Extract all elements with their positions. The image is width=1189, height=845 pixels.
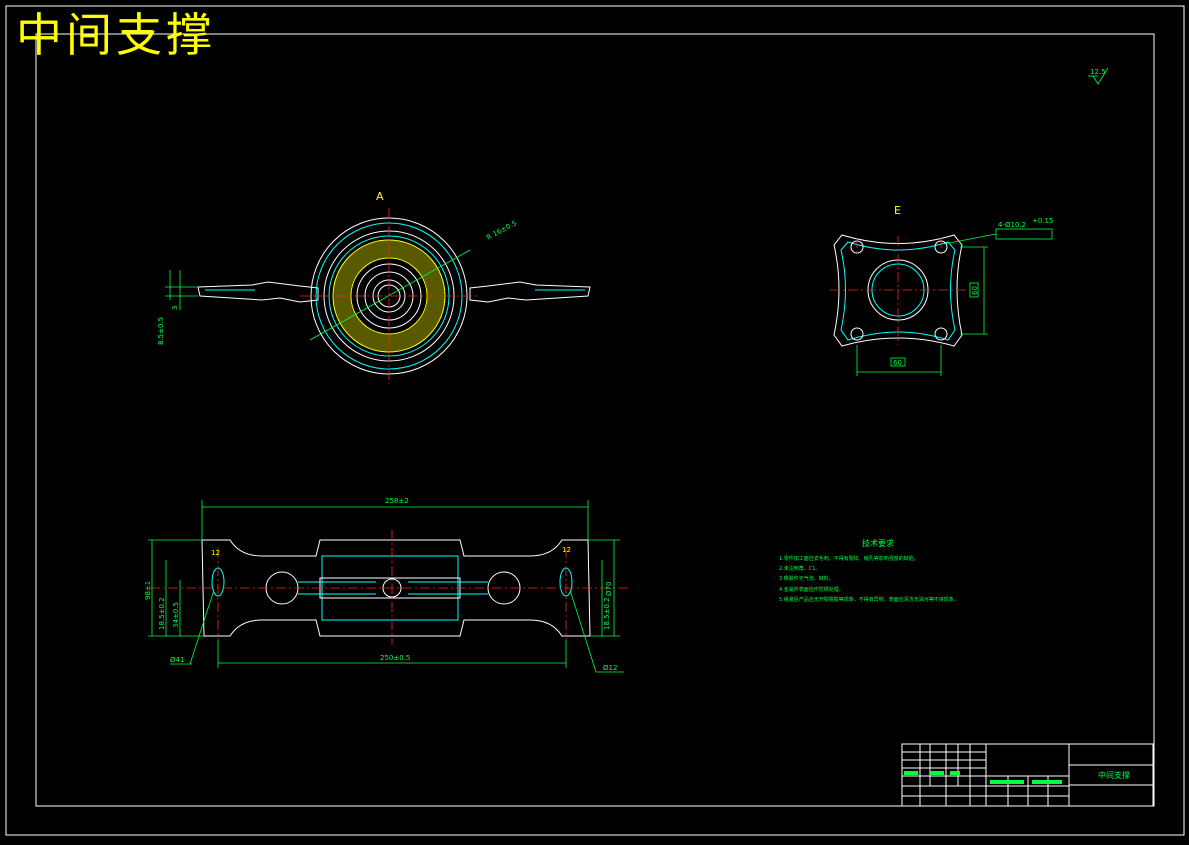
top-length-dim: 258±2 [385,497,409,505]
outer-frame [5,5,1185,836]
roughness-value: 12.5 [1090,68,1106,76]
roughness-symbol: 12.5 [1088,67,1109,85]
drawing-title: 中间支撑 [16,8,216,62]
small-label-left: 12 [211,549,220,557]
view-e-tol-dim: +0.15 [1032,217,1053,225]
right-dia-dim: Ø70 [605,582,613,596]
title-block: 中间支撑 [901,743,1154,807]
left-height-b-dim: 34±0.5 [172,602,180,628]
view-a-label: A [376,190,384,203]
view-e-height-dim: 60 [971,286,979,295]
view-a-small-dim: 3 [171,306,179,310]
bottom-length-dim: 250±0.5 [380,654,410,662]
small-label-right: 12 [562,546,571,554]
note-item: 3.橡胶件无气泡、缺料。 [779,575,834,582]
view-e-holes-dim: 4-Ø10.2 [998,221,1026,229]
view-e: E 60 60 4-Ø10.2 +0.15 [830,204,1053,376]
notes-heading: 技术要求 [862,538,894,548]
left-hole-dim: Ø41 [170,656,184,664]
view-e-width-dim: 60 [893,359,902,367]
view-a-height-dim: 8.5±0.5 [157,317,165,345]
note-item: 1.零件加工面应去毛刺，不得有裂纹、缩孔等影响强度的缺陷。 [779,555,919,562]
right-hole-dim: Ø12 [603,664,617,672]
left-height-total-dim: 98±1 [144,581,152,600]
inner-frame [35,33,1155,807]
view-e-label: E [894,204,901,217]
left-height-a-dim: 18.5±0.2 [158,597,166,630]
note-item: 5.组装后产品应无开裂脱胶等现象，不得有异物，表面应清洁无油污等不良现象。 [779,596,959,603]
technical-notes: 技术要求 1.零件加工面应去毛刺，不得有裂纹、缩孔等影响强度的缺陷。 2.未注倒… [779,538,959,603]
note-item: 4.金属件表面应作防锈处理。 [779,586,844,593]
note-item: 2.未注倒角，C1。 [779,565,820,572]
bottom-view: 258±2 250±0.5 98±1 18.5±0.2 34±0.5 18.5±… [144,497,630,673]
right-height-dim: 18.5±0.2 [603,597,611,630]
view-a: A R 16±0.5 8.5±0.5 3 [157,190,591,384]
title-block-name: 中间支撑 [1098,770,1130,780]
view-a-radius-dim: R 16±0.5 [485,219,518,242]
